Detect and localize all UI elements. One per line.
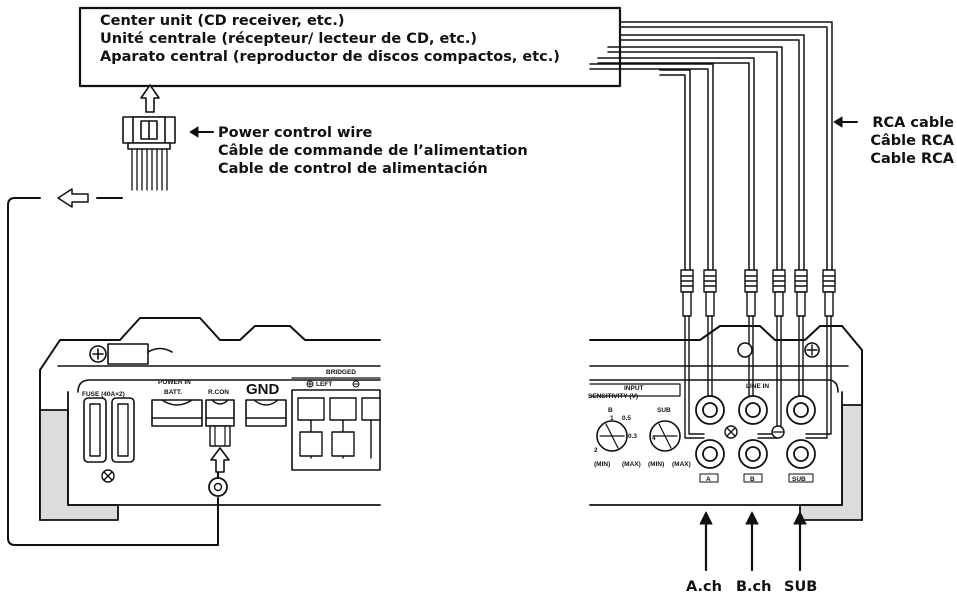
jack-b-label: B	[750, 476, 755, 483]
batt-label: BATT.	[164, 389, 182, 396]
line-in-label: LINE IN	[746, 383, 769, 390]
power-control-label: Power control wire Câble de commande de …	[218, 124, 528, 178]
amp-right-panel	[589, 325, 863, 521]
min-label-b: (MIN)	[594, 461, 610, 468]
power-connector	[122, 116, 176, 191]
jack-sub-label: SUB	[792, 476, 806, 483]
up-arrow-to-unit	[140, 84, 160, 113]
rcon-label: R.CON	[208, 389, 229, 396]
v1-label-b: 1	[610, 415, 614, 422]
center-unit-line-es: Aparato central (reproductor de discos c…	[100, 49, 560, 65]
left-label: LEFT	[316, 381, 332, 388]
max-label-sub: (MAX)	[672, 461, 691, 468]
v03-label-b: 0.3	[628, 433, 637, 440]
input-label: INPUT	[624, 385, 644, 392]
rca-line-fr: Câble RCA	[870, 133, 954, 149]
channel-arrows	[699, 511, 807, 572]
center-unit-label: Center unit (CD receiver, etc.) Unité ce…	[100, 12, 560, 66]
channel-b-label: B.ch	[736, 579, 772, 595]
max-label-b: (MAX)	[622, 461, 641, 468]
gnd-label: GND	[246, 381, 280, 398]
left-arrow	[57, 188, 89, 208]
rca-line-en: RCA cable	[872, 115, 954, 131]
rca-cable-label: RCA cable Câble RCA Cable RCA	[862, 114, 954, 168]
power-in-label: POWER IN	[158, 379, 191, 386]
up-arrow-rcon	[210, 447, 230, 473]
center-unit-line-fr: Unité centrale (récepteur/ lecteur de CD…	[100, 31, 478, 47]
channel-sub-label: SUB	[784, 579, 818, 595]
jack-a-label: A	[706, 476, 711, 483]
rca-plugs	[680, 269, 836, 317]
knob-b-label: B	[608, 407, 613, 414]
bridged-label: BRIDGED	[326, 369, 356, 376]
v05-label-b: 0.5	[622, 415, 631, 422]
center-unit-line-en: Center unit (CD receiver, etc.)	[100, 13, 345, 29]
v2-label-b: 2	[594, 447, 598, 454]
min-label-sub: (MIN)	[648, 461, 664, 468]
rca-cables	[589, 21, 833, 271]
v4-label-sub: 4	[652, 435, 656, 442]
power-control-wire	[7, 197, 219, 546]
rca-line-es: Cable RCA	[870, 151, 954, 167]
knob-sub-label: SUB	[657, 407, 671, 414]
center-unit-box	[78, 6, 622, 88]
amp-left-panel	[39, 317, 381, 521]
power-control-line-es: Cable de control de alimentación	[218, 161, 488, 177]
fuse-label: FUSE (40A×2)	[82, 391, 125, 398]
sensitivity-label: SENSITIVITY (V)	[588, 393, 638, 400]
power-control-line-fr: Câble de commande de l’alimentation	[218, 143, 528, 159]
channel-a-label: A.ch	[686, 579, 722, 595]
power-control-line-en: Power control wire	[218, 125, 373, 141]
